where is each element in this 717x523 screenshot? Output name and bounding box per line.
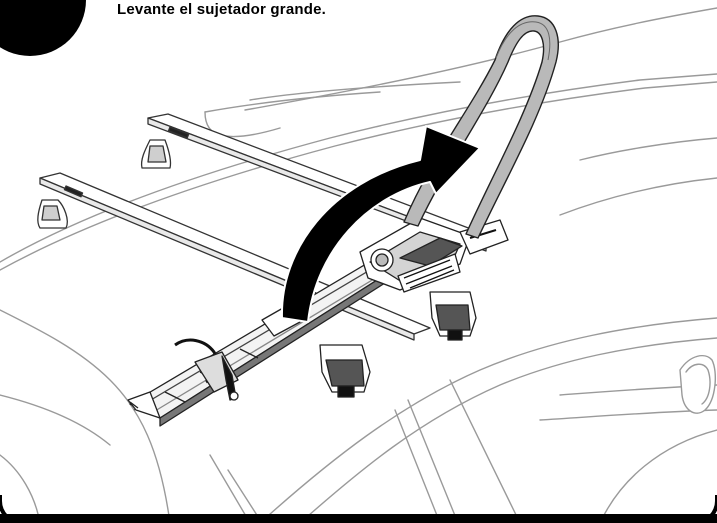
large-hoop-arm — [403, 15, 559, 239]
lift-arrow-icon — [280, 125, 481, 323]
tower-feet — [319, 291, 477, 398]
frame-bottom-border — [0, 514, 717, 523]
instruction-text: Levante el sujetador grande. — [117, 1, 326, 18]
bike-tray — [127, 217, 509, 427]
car-outline — [0, 7, 717, 523]
